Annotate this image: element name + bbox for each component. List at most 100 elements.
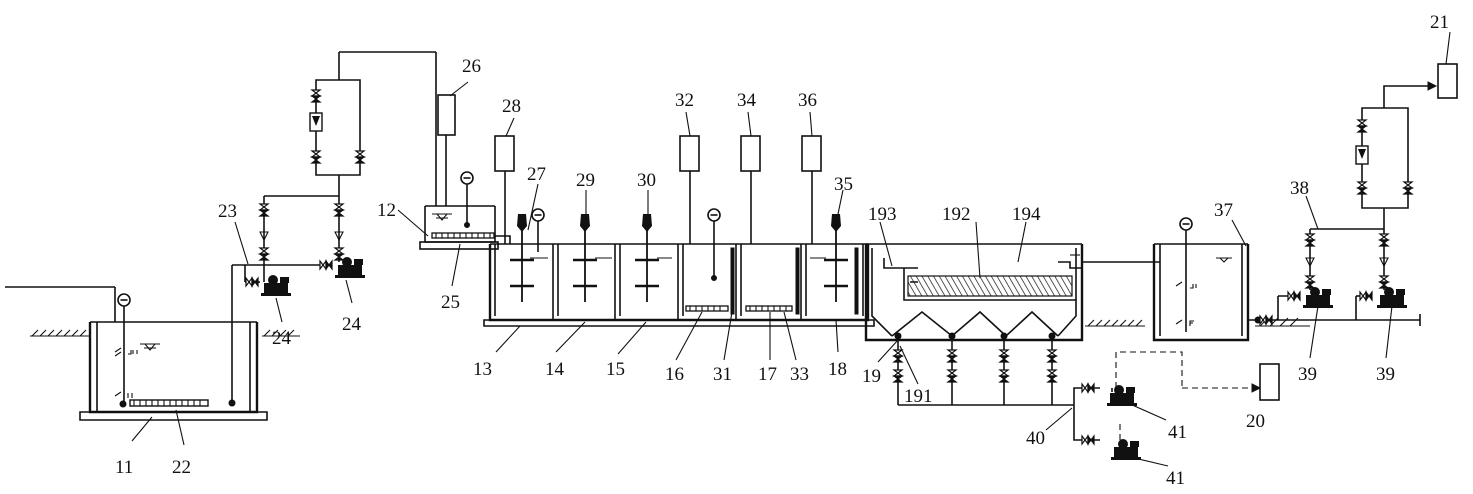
label-26: 26	[462, 56, 481, 77]
label-11: 11	[115, 457, 133, 478]
label-38: 38	[1290, 178, 1309, 199]
valve-icon	[1259, 315, 1273, 325]
aerator-33	[745, 305, 793, 312]
sludge-tank-20	[1259, 363, 1280, 401]
dosing-tank-34	[740, 135, 761, 172]
label-19: 19	[862, 366, 881, 387]
valve-icon	[1081, 383, 1095, 393]
settler-19	[864, 243, 1160, 342]
tank-11	[5, 286, 268, 421]
label-39b: 39	[1376, 364, 1395, 385]
label-21: 21	[1430, 12, 1449, 33]
mixers	[508, 208, 850, 304]
label-28: 28	[502, 96, 521, 117]
label-15: 15	[606, 359, 625, 380]
discharge-system	[1248, 63, 1458, 326]
sludge-drains	[893, 332, 1280, 460]
label-33: 33	[790, 364, 809, 385]
label-192: 192	[942, 204, 971, 225]
pump-39b	[1377, 287, 1407, 308]
dosing-tanks	[494, 135, 822, 244]
label-20: 20	[1246, 411, 1265, 432]
label-41a: 41	[1168, 422, 1187, 443]
label-24b: 24	[342, 314, 362, 335]
label-14: 14	[545, 359, 565, 380]
level-gauge-icon	[1179, 217, 1193, 231]
valve-icon	[1287, 291, 1301, 301]
reaction-train	[483, 235, 875, 327]
dosing-tank-28	[494, 135, 515, 172]
aerator-31	[685, 305, 729, 312]
valve-icon	[999, 349, 1009, 363]
valve-icon	[1047, 369, 1057, 383]
label-39a: 39	[1298, 364, 1317, 385]
valve-icon	[947, 349, 957, 363]
level-probe-icon	[1175, 281, 1197, 289]
valve-icon	[1305, 233, 1315, 247]
pump-24a	[261, 275, 291, 296]
dosing-tank-36	[801, 135, 822, 172]
label-193: 193	[868, 204, 897, 225]
level-probe-icon	[114, 347, 138, 357]
label-40: 40	[1026, 428, 1045, 449]
rotameter-loop-left	[309, 51, 437, 206]
valve-icon	[355, 150, 365, 164]
label-27: 27	[527, 164, 546, 185]
stirrer-icon	[633, 212, 661, 304]
label-31: 31	[713, 364, 732, 385]
ground-hatch-icon	[30, 317, 1310, 337]
stirrer-icon	[822, 212, 850, 304]
level-gauge-icon	[531, 208, 545, 222]
level-gauge-icon	[117, 293, 131, 307]
label-25: 25	[441, 292, 460, 313]
label-34: 34	[737, 90, 757, 111]
label-30: 30	[637, 170, 656, 191]
level-gauge-icon	[707, 208, 721, 222]
label-194: 194	[1012, 204, 1041, 225]
label-35: 35	[834, 174, 853, 195]
valve-icon	[334, 247, 344, 261]
tank-37	[1152, 217, 1262, 342]
label-16: 16	[665, 364, 684, 385]
label-32: 32	[675, 90, 694, 111]
valve-icon	[311, 89, 321, 103]
dosing-tank-26	[437, 94, 456, 136]
pump-41b	[1111, 439, 1141, 460]
part-labels: 11 22 23 24 24 12 25 26 28 27 29 30 32 3…	[115, 12, 1449, 489]
label-13: 13	[473, 359, 492, 380]
valve-icon	[999, 369, 1009, 383]
valve-icon	[1379, 275, 1389, 289]
rotameter-icon	[309, 112, 323, 132]
label-22: 22	[172, 457, 191, 478]
inclined-plates-192	[907, 275, 1073, 297]
label-17: 17	[758, 364, 777, 385]
valve-icon	[1047, 349, 1057, 363]
valve-icon	[1403, 181, 1413, 195]
valve-icon	[259, 203, 269, 217]
valve-icon	[1081, 435, 1095, 445]
aerator-icon	[431, 232, 495, 239]
valve-icon	[1305, 275, 1315, 289]
label-23: 23	[218, 201, 237, 222]
valve-icon	[1357, 119, 1367, 133]
rotameter-icon	[1355, 145, 1369, 165]
valve-icon	[893, 349, 903, 363]
label-41b: 41	[1166, 468, 1185, 489]
valve-icon	[334, 203, 344, 217]
label-29: 29	[576, 170, 595, 191]
label-18: 18	[828, 359, 847, 380]
valve-icon	[1359, 291, 1373, 301]
label-12: 12	[377, 200, 396, 221]
valve-icon	[319, 260, 333, 270]
valve-icon	[1357, 181, 1367, 195]
dosing-tank-32	[679, 135, 700, 172]
valve-icon	[259, 247, 269, 261]
label-24a: 24	[272, 328, 292, 349]
stirrer-icon	[571, 212, 599, 304]
aerators	[685, 305, 793, 312]
label-36: 36	[798, 90, 817, 111]
valve-icon	[245, 277, 259, 287]
pump-39a	[1303, 287, 1333, 308]
leader-lines	[131, 31, 1451, 467]
